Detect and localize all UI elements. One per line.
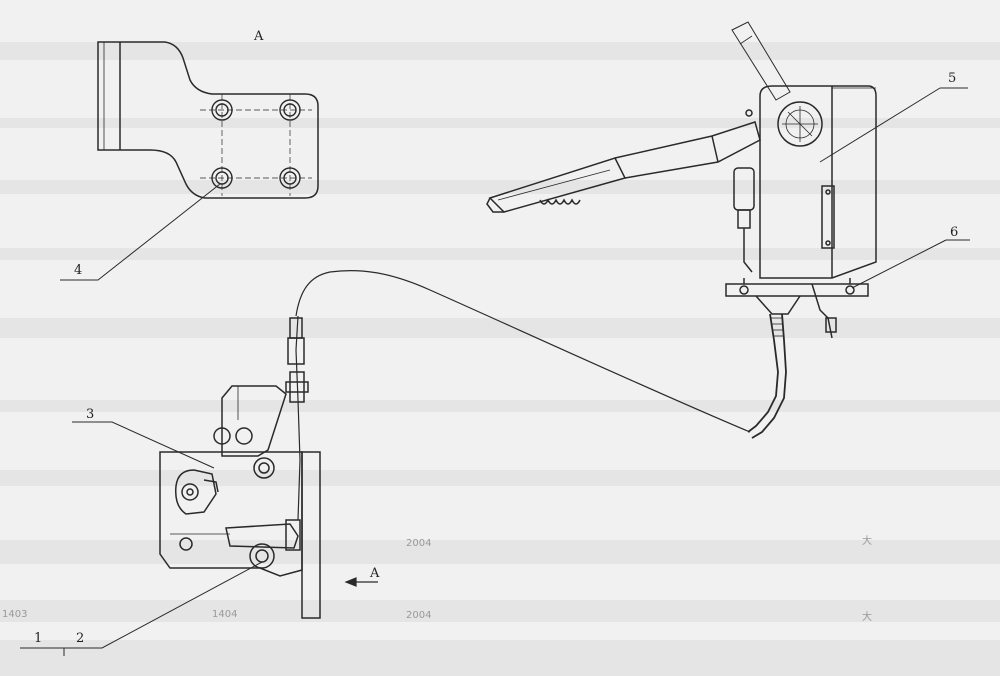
view-a-bracket <box>97 41 319 199</box>
bleed-text-1: 1404 <box>212 609 237 620</box>
part-number-2: 2 <box>76 631 84 646</box>
leader-lines <box>20 87 970 656</box>
view-arrow-label: A <box>369 566 380 581</box>
bleed-text-6: 大 <box>862 610 872 623</box>
hand-brake-lever <box>486 21 877 439</box>
part-number-1: 1 <box>34 631 42 646</box>
scan-stripes <box>0 42 1000 676</box>
view-arrow-a <box>344 577 378 587</box>
bleed-text-5: 大 <box>862 534 872 547</box>
part-number-5: 5 <box>948 71 956 86</box>
part-number-4: 4 <box>74 263 82 278</box>
bleed-text-2: 1403 <box>2 609 27 620</box>
part-number-6: 6 <box>950 225 958 240</box>
bleed-text-4: 2004 <box>406 610 431 621</box>
brake-mechanism <box>159 317 321 619</box>
view-label-a: A <box>253 29 264 44</box>
bleed-text-3: 2004 <box>406 538 431 549</box>
bleed-through-text: 1404 1403 2004 2004 大 大 <box>2 534 872 623</box>
part-number-3: 3 <box>86 407 94 422</box>
